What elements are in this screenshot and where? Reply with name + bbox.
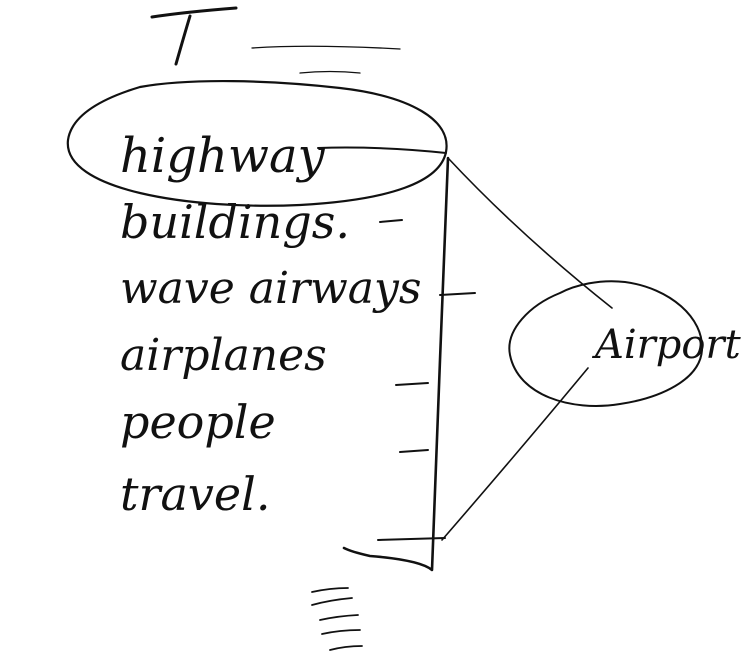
airport-label: Airport bbox=[591, 322, 742, 368]
list-item: travel. bbox=[120, 467, 270, 521]
list-item: highway bbox=[120, 128, 326, 184]
top-mark bbox=[150, 6, 238, 66]
list-item: people bbox=[120, 395, 276, 449]
connector-line bbox=[447, 157, 613, 309]
scribble-line bbox=[299, 70, 361, 74]
bottom-scribble bbox=[311, 587, 363, 651]
list-item: airplanes bbox=[120, 330, 327, 381]
list-item: buildings. bbox=[120, 195, 350, 249]
list-item: wave airways bbox=[120, 263, 421, 314]
airport-ellipse bbox=[508, 280, 704, 407]
scribble-line bbox=[251, 45, 401, 50]
connector-line bbox=[441, 367, 589, 541]
bracket bbox=[317, 146, 476, 572]
highway-ellipse bbox=[66, 79, 448, 207]
